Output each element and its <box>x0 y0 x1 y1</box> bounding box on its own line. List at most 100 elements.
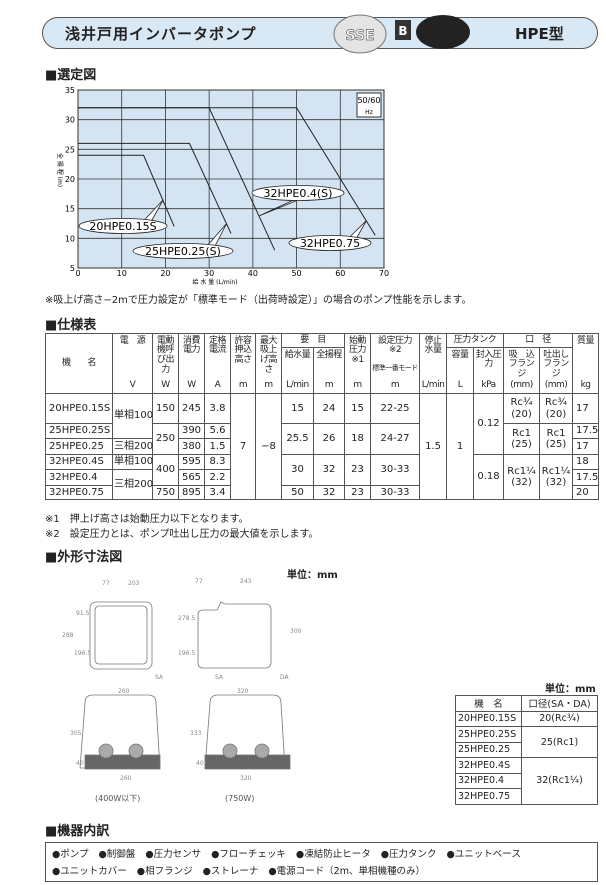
svg-text:196.5: 196.5 <box>178 650 195 657</box>
component-item: ●ポンプ <box>52 849 89 860</box>
svg-text:305: 305 <box>70 730 82 737</box>
x-tick-label: 20 <box>160 269 170 278</box>
x-tick-label: 10 <box>117 269 127 278</box>
component-item: ●圧力タンク <box>380 849 437 860</box>
svg-text:DA: DA <box>280 674 290 681</box>
series-label-bubble <box>78 218 168 234</box>
frequency-unit: Hz <box>365 109 373 116</box>
component-item: ●ユニットカバー <box>52 866 127 877</box>
svg-text:SA: SA <box>215 674 224 681</box>
series-label-bubble <box>288 235 372 251</box>
series-label: 20HPE0.15S <box>89 220 156 233</box>
series-label: 25HPE0.25(S) <box>145 245 221 258</box>
page-title: 浅井戸用インバータポンプ <box>65 25 257 43</box>
y-tick-label: 20 <box>65 175 75 184</box>
frequency-label: 50/60 <box>357 96 380 105</box>
b-mark-icon <box>395 20 411 40</box>
label-pointer <box>206 223 227 247</box>
svg-text:278.5: 278.5 <box>178 615 195 622</box>
x-tick-label: 0 <box>75 269 80 278</box>
b-mark-text: B <box>398 24 407 38</box>
title-banner: 浅井戸用インバータポンプ SSE B HPE型 <box>42 14 598 54</box>
dims-heading: ■外形寸法図 <box>45 550 123 565</box>
svg-text:260: 260 <box>118 688 130 695</box>
svg-text:40: 40 <box>196 760 204 767</box>
component-item: ●ユニットベース <box>446 849 521 860</box>
x-tick-label: 70 <box>379 269 389 278</box>
series-label: 32HPE0.75 <box>300 237 360 250</box>
svg-text:77: 77 <box>102 580 110 587</box>
component-item: ●相フランジ <box>136 866 193 877</box>
series-label-bubble <box>132 243 234 259</box>
series-label-bubble <box>251 185 345 201</box>
dims-unit: 単位：mm <box>287 570 338 581</box>
header-tank: 圧力タンク <box>446 333 505 348</box>
svg-text:91.5: 91.5 <box>76 610 90 617</box>
svg-text:320: 320 <box>240 775 252 782</box>
caption-400w: (400W以下) <box>95 794 140 803</box>
label-pointer <box>143 199 164 222</box>
component-item: ●電源コード（2m、単相機種のみ） <box>268 866 425 877</box>
svg-text:203: 203 <box>128 580 140 587</box>
table-row: 32HPE0.75 <box>455 788 598 805</box>
standard-badge-icon <box>416 15 470 49</box>
x-tick-label: 60 <box>335 269 345 278</box>
front-view-750w <box>197 601 272 669</box>
header-suction-flange: 吸 込フランジ(mm) <box>503 347 541 394</box>
y-tick-label: 25 <box>65 145 75 154</box>
spec-note-2: ※2 設定圧力とは、ポンプ吐出し圧力の最大値を示します。 <box>45 529 319 540</box>
component-item: ●制御盤 <box>98 849 136 860</box>
side-view-750w <box>204 694 286 769</box>
spec-note-1: ※1 押上げ高さは始動圧力以下となります。 <box>45 514 249 525</box>
series-line <box>78 107 376 236</box>
label-pointer <box>348 220 367 239</box>
svg-text:260: 260 <box>120 775 132 782</box>
svg-text:288: 288 <box>62 632 74 639</box>
sse-logo-text: SSE <box>345 28 374 44</box>
spec-heading: ■仕様表 <box>45 318 97 333</box>
components-list: ●ポンプ●制御盤●圧力センサ●フローチェッキ●凍結防止ヒータ●圧力タンク●ユニッ… <box>45 842 598 882</box>
side-view-400w <box>79 694 161 769</box>
frequency-box <box>356 92 382 118</box>
svg-text:300: 300 <box>290 628 302 635</box>
y-tick-label: 15 <box>65 205 75 214</box>
component-item: ●凍結防止ヒータ <box>295 849 371 860</box>
svg-text:243: 243 <box>240 578 252 585</box>
header-discharge-flange: 吐出しフランジ(mm) <box>539 347 574 394</box>
svg-text:320: 320 <box>237 688 249 695</box>
x-tick-label: 40 <box>248 269 258 278</box>
x-tick-label: 30 <box>204 269 214 278</box>
front-view-400w <box>89 601 153 670</box>
component-item: ●ストレーナ <box>202 866 259 877</box>
header-model: 機 名 <box>45 333 113 394</box>
svg-text:40: 40 <box>76 760 84 767</box>
header-bore: 口 径 <box>503 333 574 348</box>
sse-logo <box>333 14 387 54</box>
x-axis-label: 給 水 量 (L/min) <box>192 278 237 286</box>
svg-text:196.5: 196.5 <box>74 650 91 657</box>
caption-750w: (750W) <box>225 794 254 803</box>
series-label: 32HPE0.4(S) <box>264 187 333 200</box>
y-axis-label: 全 揚 程 (m) <box>56 153 64 187</box>
component-item: ●圧力センサ <box>145 849 202 860</box>
y-tick-label: 10 <box>65 234 75 243</box>
selection-footnote: ※吸上げ高さ−2mで圧力設定が「標準モード（出荷時設定）」の場合のポンプ性能を示… <box>45 295 472 306</box>
